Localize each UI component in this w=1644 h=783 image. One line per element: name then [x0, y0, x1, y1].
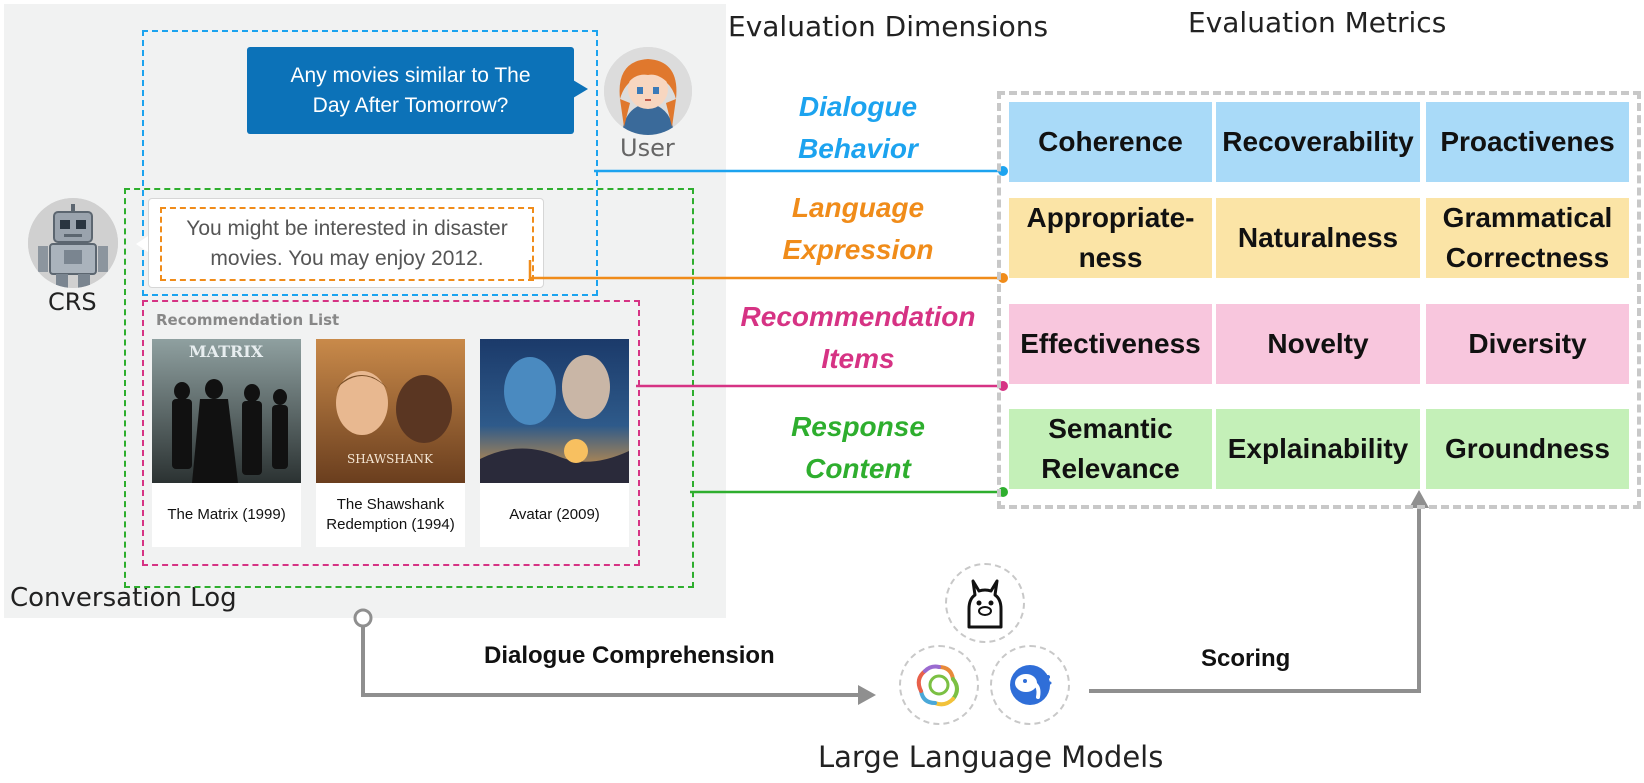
dimension-dialogue-behavior-line2: Behavior — [798, 133, 918, 164]
llama-icon — [945, 563, 1025, 643]
metric-novelty: Novelty — [1216, 304, 1420, 384]
robot-avatar-icon — [28, 198, 118, 288]
dimension-recommendation-items-line1: Recommendation — [740, 301, 976, 332]
shawshank-poster: SHAWSHANK — [316, 339, 465, 483]
response-content-highlight — [124, 188, 694, 588]
user-bubble-tail — [573, 80, 588, 98]
dimension-dialogue-behavior: Dialogue Behavior — [718, 86, 998, 170]
conversation-log-label: Conversation Log — [10, 583, 237, 613]
large-language-models-label: Large Language Models — [818, 740, 1164, 774]
dimension-language-expression-line2: Expression — [782, 234, 934, 265]
metrics-grid-border — [997, 91, 1641, 509]
metric-effectiveness: Effectiveness — [1009, 304, 1212, 384]
metric-grammatical-correctness: Grammatical Correctness — [1426, 198, 1629, 278]
metric-proactiveness: Proactivenes — [1426, 102, 1629, 182]
dimension-language-expression: Language Expression — [718, 187, 998, 271]
metric-semantic-relevance: Semantic Relevance — [1009, 409, 1212, 489]
metric-appropriateness: Appropriate- ness — [1009, 198, 1212, 278]
metric-explainability: Explainability — [1216, 409, 1420, 489]
user-label: User — [620, 134, 675, 162]
metric-semantic-relevance-text: Semantic Relevance — [1041, 413, 1180, 484]
metric-naturalness: Naturalness — [1216, 198, 1420, 278]
dialogue-comprehension-label: Dialogue Comprehension — [484, 642, 775, 669]
user-message-bubble: Any movies similar to The Day After Tomo… — [247, 47, 574, 134]
movie-title-matrix: The Matrix (1999) — [167, 506, 286, 523]
dimension-language-expression-line1: Language — [791, 192, 925, 223]
matrix-poster-title: MATRIX — [189, 342, 264, 361]
dimension-recommendation-items-line2: Items — [821, 343, 895, 374]
dimension-response-content: Response Content — [718, 406, 998, 490]
dimension-recommendation-items: Recommendation Items — [718, 296, 998, 380]
crs-bubble-tail — [136, 236, 148, 252]
evaluation-dimensions-header: Evaluation Dimensions — [728, 10, 1049, 43]
metric-groundness: Groundness — [1426, 409, 1629, 489]
recommendation-list-title: Recommendation List — [156, 311, 340, 329]
scoring-label: Scoring — [1201, 645, 1291, 672]
elephant-icon — [990, 645, 1070, 725]
user-avatar-icon — [604, 47, 692, 135]
metric-grammatical-correctness-text: Grammatical Correctness — [1442, 202, 1613, 273]
shawshank-poster-title: SHAWSHANK — [347, 452, 434, 466]
evaluation-metrics-header: Evaluation Metrics — [1188, 6, 1447, 39]
crs-message-bubble: You might be interested in disaster movi… — [160, 207, 534, 281]
metric-coherence: Coherence — [1009, 102, 1212, 182]
avatar-poster — [480, 339, 629, 483]
crs-label: CRS — [48, 288, 97, 316]
movie-card-matrix: MATRIX The Matrix (1999) — [152, 339, 301, 547]
dimension-response-content-line1: Response — [791, 411, 925, 442]
dimension-response-content-line2: Content — [805, 453, 911, 484]
dialogue-behavior-highlight — [142, 30, 598, 296]
recommendation-items-highlight — [142, 300, 640, 566]
metric-appropriateness-text: Appropriate- ness — [1026, 202, 1195, 273]
movie-title-shawshank: The Shawshank Redemption (1994) — [326, 496, 455, 533]
movie-card-avatar: Avatar (2009) — [480, 339, 629, 547]
dimension-dialogue-behavior-line1: Dialogue — [798, 91, 918, 122]
metric-recoverability: Recoverability — [1216, 102, 1420, 182]
user-message-text: Any movies similar to The Day After Tomo… — [290, 63, 531, 117]
movie-title-avatar: Avatar (2009) — [509, 506, 600, 523]
crs-message-text: You might be interested in disaster movi… — [186, 217, 508, 270]
openai-icon — [899, 645, 979, 725]
matrix-poster: MATRIX — [152, 339, 301, 483]
movie-card-shawshank: SHAWSHANK The Shawshank Redemption (1994… — [316, 339, 465, 547]
crs-message-card — [148, 198, 544, 288]
metric-diversity: Diversity — [1426, 304, 1629, 384]
